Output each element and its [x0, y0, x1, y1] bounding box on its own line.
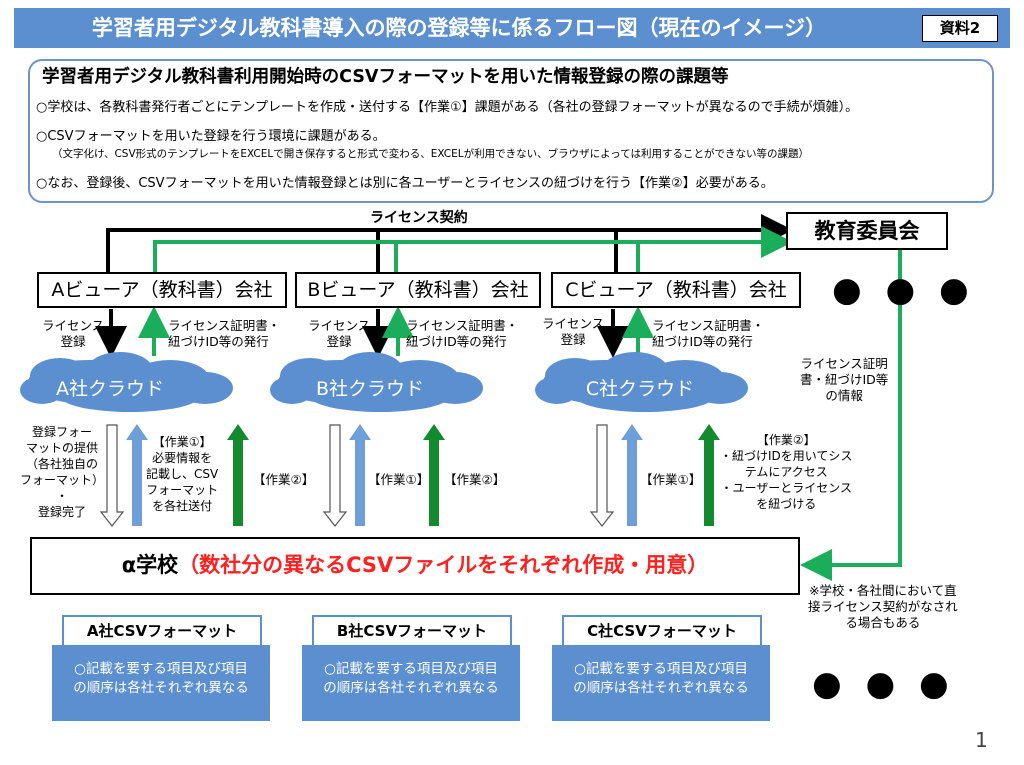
school-label: α学校（数社分の異なるCSVファイルをそれぞれ作成・用意）: [121, 553, 709, 577]
cloud-b-label: B社クラウド: [315, 378, 425, 400]
task1-label-c: 【作業①】: [640, 472, 702, 487]
certificate-return-line: [153, 226, 902, 581]
license-cert-c: ライセンス証明書・紐づけID等の発行: [652, 318, 765, 349]
task1-detail-label: 【作業①】必要情報を記載し、CSV フォーマットを各社送付: [146, 435, 219, 513]
issues-box: [28, 59, 994, 203]
license-cert-b: ライセンス証明書・紐づけID等の発行: [406, 318, 519, 349]
format-provision-arrows: [99, 424, 615, 527]
page-title: 学習者用デジタル教科書導入の際の登録等に係るフロー図（現在のイメージ）: [91, 16, 827, 40]
cloud-c-label: C社クラウド: [585, 378, 695, 400]
format-provision-label: 登録フォーマットの提供（各社独自の フォーマット）・登録完了: [20, 425, 105, 519]
page-number: 1: [975, 728, 988, 752]
format-card-a: [52, 645, 270, 721]
format-title-a: A社CSVフォーマット: [62, 615, 262, 647]
license-contract-line: [106, 214, 793, 272]
license-reg-c: ライセンス登録: [542, 316, 605, 347]
company-b-box: Bビューア（教科書）会社: [295, 272, 541, 308]
license-reg-b: ライセンス登録: [308, 318, 371, 349]
license-issue-arrows: [138, 306, 654, 356]
company-a-box: Aビューア（教科書）会社: [37, 272, 287, 308]
format-title-c: C社CSVフォーマット: [562, 615, 762, 647]
task2-detail-label: 【作業②】・紐づけIDを用いてシステムにアクセス ・ユーザーとライセンスを紐づけ…: [720, 433, 853, 511]
format-card-b: [302, 645, 520, 721]
format-title-b: B社CSVフォーマット: [312, 615, 512, 647]
task1-label-b: 【作業①】: [368, 472, 430, 487]
issue-item-3: ○なお、登録後、CSVフォーマットを用いた情報登録とは別に各ユーザーとライセンス…: [36, 176, 774, 191]
more-companies-dots: ● ● ●: [832, 270, 975, 310]
board-info-label: ライセンス証明書・紐づけID等の情報: [800, 356, 889, 403]
header-banner: [14, 8, 1010, 48]
cloud-a-label: A社クラウド: [56, 378, 164, 400]
more-formats-dots: ● ● ●: [812, 664, 955, 704]
linking-task-arrows: [227, 424, 720, 526]
company-c-box: Cビューア（教科書）会社: [551, 272, 801, 308]
issues-title: 学習者用デジタル教科書利用開始時のCSVフォーマットを用いた情報登録の際の課題等: [42, 67, 729, 87]
license-cert-a: ライセンス証明書・紐づけID等の発行: [168, 318, 281, 349]
task2-label-a: 【作業②】: [253, 472, 315, 487]
task2-label-b: 【作業②】: [444, 472, 506, 487]
school-box: [30, 537, 800, 595]
direct-contract-note: ※学校・各社間において直接ライセンス契約がなされる場合もある: [808, 583, 958, 630]
format-body-c: ○記載を要する項目及び項目の順序は各社それぞれ異なる: [573, 661, 749, 696]
format-card-c: [552, 645, 770, 721]
format-body-a: ○記載を要する項目及び項目の順序は各社それぞれ異なる: [73, 661, 249, 696]
issue-item-2: ○CSVフォーマットを用いた登録を行う環境に課題がある。: [36, 129, 386, 144]
issue-item-2-detail: （文字化け、CSV形式のテンプレートをEXCELで開き保存すると形式で変わる、E…: [52, 148, 810, 160]
board-of-education: 教育委員会: [786, 212, 948, 250]
csv-send-arrows: [126, 424, 643, 526]
format-body-b: ○記載を要する項目及び項目の順序は各社それぞれ異なる: [323, 661, 499, 696]
issue-item-1: ○学校は、各教科書発行者ごとにテンプレートを作成・送付する【作業①】課題がある（…: [36, 100, 859, 115]
license-registration-arrows: [95, 309, 629, 358]
license-contract-label: ライセンス契約: [370, 210, 468, 226]
license-reg-a: ライセンス登録: [42, 318, 105, 349]
document-label: 資料2: [922, 15, 998, 42]
cloud-shapes: [20, 352, 748, 412]
